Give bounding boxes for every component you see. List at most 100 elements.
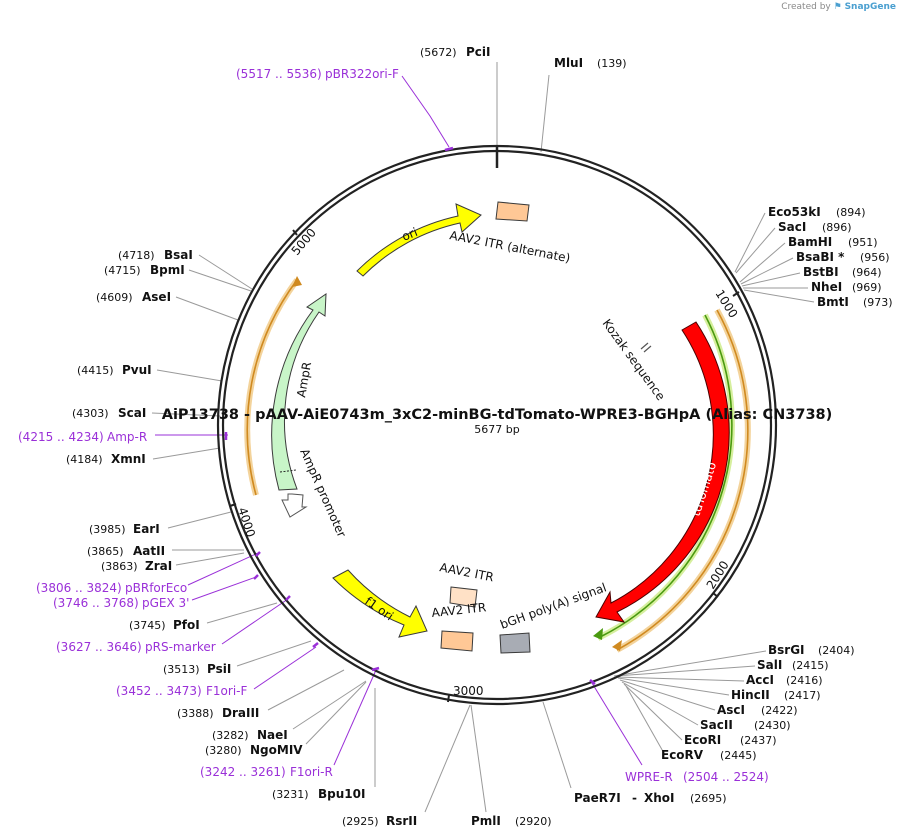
site-name-sacii[interactable]: SacII <box>700 718 733 732</box>
plasmid-backbone <box>216 144 778 706</box>
primer-name-pgex3[interactable]: pGEX 3' <box>142 596 189 610</box>
site-name-pvui[interactable]: PvuI <box>122 363 152 377</box>
leader-bamhi <box>739 242 786 283</box>
site-name-bsabi[interactable]: BsaBI * <box>796 250 845 264</box>
orf-ampr-arrowhead <box>292 276 302 287</box>
site-name-xmni[interactable]: XmnI <box>111 452 146 466</box>
site-name-pmli[interactable]: PmlI <box>471 814 501 828</box>
site-name-mlui[interactable]: MluI <box>554 56 583 70</box>
site-name-pfoi[interactable]: PfoI <box>173 618 200 632</box>
site-name-ecorv[interactable]: EcoRV <box>661 748 704 762</box>
feature-ori[interactable]: ori <box>356 203 482 277</box>
site-pos-nhei: (969) <box>852 281 882 294</box>
orf-ampr-outer-line <box>246 279 298 496</box>
site-pos-aatii: (3865) <box>87 545 124 558</box>
site-name-sali[interactable]: SalI <box>757 658 782 672</box>
primer-name-pbrforeco[interactable]: pBRforEco <box>125 581 187 595</box>
site-name-paer7i[interactable]: PaeR7I <box>574 791 621 805</box>
site-name-rsrii[interactable]: RsrII <box>386 814 417 828</box>
site-pos-bsabi: (956) <box>860 251 890 264</box>
primer-name-prs-marker[interactable]: pRS-marker <box>145 640 216 654</box>
feature-aav2-itr-2[interactable]: AAV2 ITR <box>431 600 487 652</box>
watermark-created-by: Created by <box>781 2 831 12</box>
tick-mark-2000 <box>712 592 719 598</box>
primer-name-f1ori-r[interactable]: F1ori-R <box>290 765 333 779</box>
feature-ampr[interactable]: AmpR <box>271 293 327 491</box>
site-name-zrai[interactable]: ZraI <box>145 559 172 573</box>
site-pos-bsrgi: (2404) <box>818 644 855 657</box>
leader-bsrgi <box>613 650 767 677</box>
site-name-draiii[interactable]: DraIII <box>222 706 259 720</box>
tick-mark-3000 <box>447 694 450 703</box>
primer-name-pbr322ori-f[interactable]: pBR322ori-F <box>325 67 399 81</box>
site-name-bpu10i[interactable]: Bpu10I <box>318 787 365 801</box>
primer-name-f1ori-f[interactable]: F1ori-F <box>206 684 247 698</box>
site-name-eari[interactable]: EarI <box>133 522 160 536</box>
feature-kozak[interactable]: Kozak sequence <box>600 317 668 404</box>
leader-ecori <box>623 683 683 741</box>
leader-bsai <box>198 254 253 290</box>
site-pos-scai: (4303) <box>72 407 109 420</box>
leader-xhoi <box>542 701 572 789</box>
site-pos-ngomiv: (3280) <box>205 744 242 757</box>
site-name-scai[interactable]: ScaI <box>118 406 146 420</box>
watermark-brand: SnapGene <box>844 2 896 12</box>
primer-mark-f1ori-r <box>371 666 380 672</box>
primer-range-wpre-r: (2504 .. 2524) <box>683 770 769 784</box>
site-pos-bsai: (4718) <box>118 249 155 262</box>
aav2-itr-1-label: AAV2 ITR <box>438 560 495 584</box>
site-name-bmti[interactable]: BmtI <box>817 295 849 309</box>
site-name-bsrgi[interactable]: BsrGI <box>768 643 805 657</box>
site-name-psii[interactable]: PsiI <box>207 662 231 676</box>
site-name-bpmi[interactable]: BpmI <box>150 263 185 277</box>
site-name-ecori[interactable]: EcoRI <box>684 733 721 747</box>
kozak-label: Kozak sequence <box>600 317 668 404</box>
site-pos-asci: (2422) <box>761 704 798 717</box>
site-name-asei[interactable]: AseI <box>142 290 171 304</box>
site-name-bamhi[interactable]: BamHI <box>788 235 832 249</box>
primer-range-f1ori-r: (3242 .. 3261) <box>200 765 286 779</box>
f1ori-arrow <box>332 569 428 638</box>
leader-eco53ki <box>734 212 766 273</box>
site-name-naei[interactable]: NaeI <box>257 728 288 742</box>
site-name-bsai[interactable]: BsaI <box>164 248 193 262</box>
site-name-pcii[interactable]: PciI <box>466 45 491 59</box>
site-name-eco53ki[interactable]: Eco53kI <box>768 205 821 219</box>
primer-mark-pgex3 <box>253 574 259 580</box>
primer-name-amp-r[interactable]: Amp-R <box>107 430 147 444</box>
site-name-hincii[interactable]: HincII <box>731 688 770 702</box>
primer-range-pgex3: (3746 .. 3768) <box>53 596 139 610</box>
feature-aav2-itr-1[interactable]: AAV2 ITR <box>438 560 495 608</box>
feature-ampr-promoter[interactable]: AmpR promoter <box>281 447 349 540</box>
aav2-itr-1-box <box>449 586 478 608</box>
site-name-asci[interactable]: AscI <box>717 703 745 717</box>
site-name-aatii[interactable]: AatII <box>133 544 165 558</box>
primer-range-pbrforeco: (3806 .. 3824) <box>36 581 122 595</box>
orf-tdtomato-inner-arrowhead <box>593 628 603 640</box>
site-name-ngomiv[interactable]: NgoMIV <box>250 743 303 757</box>
aav2-itr-alt-label: AAV2 ITR (alternate) <box>448 228 571 265</box>
site-separator-dash: - <box>632 791 637 805</box>
site-name-saci[interactable]: SacI <box>778 220 806 234</box>
leader-mlui <box>540 74 550 153</box>
site-pos-eco53ki: (894) <box>836 206 866 219</box>
site-name-bstbi[interactable]: BstBI <box>803 265 839 279</box>
site-name-acci[interactable]: AccI <box>746 673 774 687</box>
feature-bgh[interactable]: bGH poly(A) signal <box>498 580 608 654</box>
site-name-xhoi[interactable]: XhoI <box>644 791 675 805</box>
site-pos-bstbi: (964) <box>852 266 882 279</box>
site-pos-pvui: (4415) <box>77 364 114 377</box>
site-name-nhei[interactable]: NheI <box>811 280 842 294</box>
orf-tdtomato-outer-line <box>616 309 749 651</box>
site-pos-bmti: (973) <box>863 296 893 309</box>
leader-zrai <box>175 552 245 566</box>
site-pos-pcii: (5672) <box>420 46 457 59</box>
primer-leader-pbrforeco <box>187 552 259 586</box>
leader-xmni <box>152 447 221 460</box>
feature-f1ori[interactable]: f1 ori <box>332 569 428 638</box>
leader-sacii <box>621 681 699 726</box>
leader-rsrii <box>424 704 471 813</box>
primer-name-wpre-r[interactable]: WPRE-R <box>625 770 673 784</box>
plasmid-size: 5677 bp <box>474 423 519 436</box>
